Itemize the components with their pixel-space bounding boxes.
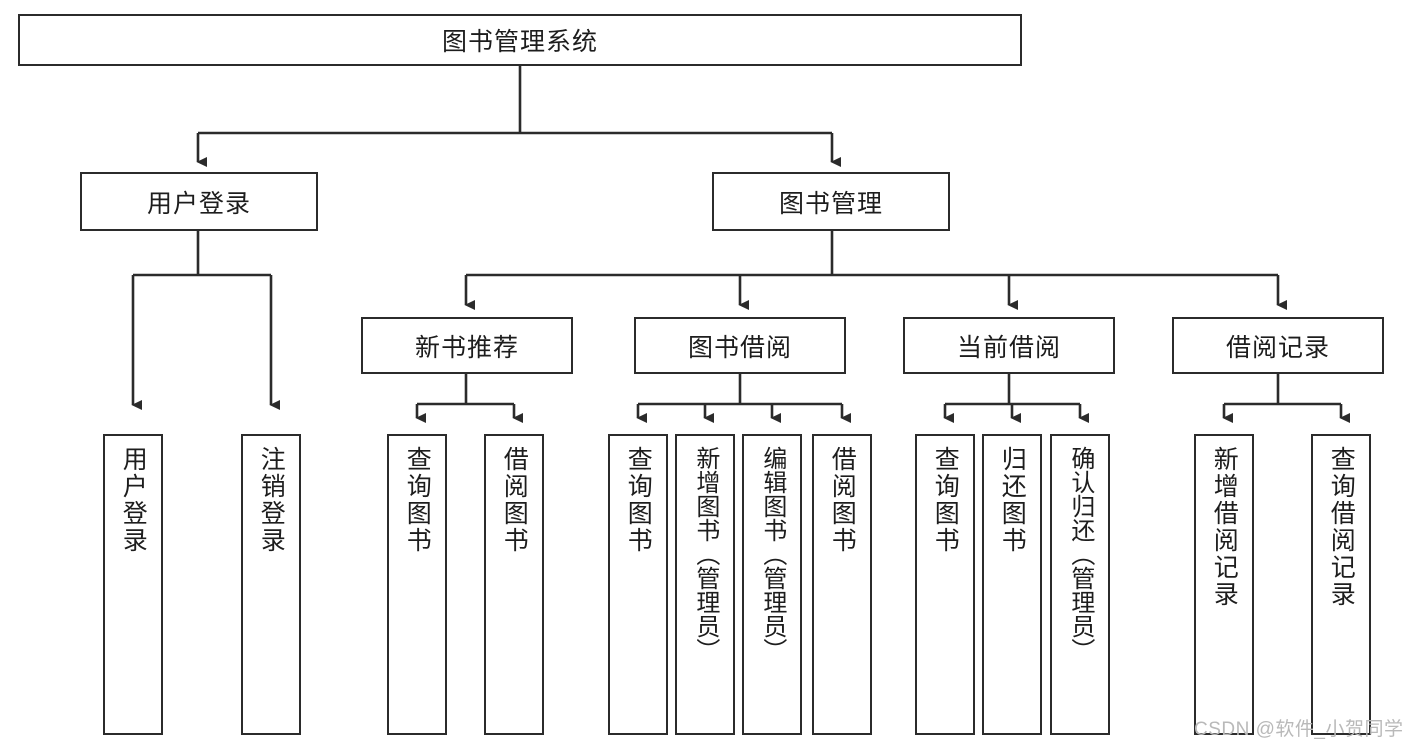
node-label: 当前借阅 — [956, 333, 1061, 362]
node-label: 确认归还（管理员） — [1066, 446, 1094, 662]
node-current-borrow[interactable]: 当前借阅 — [903, 317, 1115, 374]
node-label: 新书推荐 — [414, 333, 519, 362]
node-label: 注销登录 — [257, 446, 286, 554]
node-label: 图书借阅 — [687, 333, 792, 362]
node-leaf-add-book[interactable]: 新增图书（管理员） — [675, 434, 735, 735]
node-label: 借阅图书 — [828, 446, 857, 554]
node-label: 归还图书 — [998, 446, 1027, 554]
node-user-login[interactable]: 用户登录 — [80, 172, 318, 231]
node-leaf-query-borrow-record[interactable]: 查询借阅记录 — [1311, 434, 1371, 735]
node-leaf-confirm-return[interactable]: 确认归还（管理员） — [1050, 434, 1110, 735]
node-book-borrow[interactable]: 图书借阅 — [634, 317, 846, 374]
node-leaf-query-book-2[interactable]: 查询图书 — [608, 434, 668, 735]
node-borrow-record[interactable]: 借阅记录 — [1172, 317, 1384, 374]
node-leaf-borrow-book-2[interactable]: 借阅图书 — [812, 434, 872, 735]
node-label: 用户登录 — [146, 189, 251, 218]
node-label: 查询图书 — [403, 446, 432, 554]
node-leaf-borrow-book-1[interactable]: 借阅图书 — [484, 434, 544, 735]
node-leaf-user-logout[interactable]: 注销登录 — [241, 434, 301, 735]
node-label: 新增借阅记录 — [1210, 446, 1239, 608]
node-leaf-query-book-1[interactable]: 查询图书 — [387, 434, 447, 735]
watermark: CSDN @软件_小贺同学 — [1194, 719, 1404, 740]
node-label: 编辑图书（管理员） — [758, 446, 786, 662]
node-label: 用户登录 — [119, 446, 148, 554]
node-label: 新增图书（管理员） — [691, 446, 719, 662]
node-leaf-add-borrow-record[interactable]: 新增借阅记录 — [1194, 434, 1254, 735]
node-leaf-user-login[interactable]: 用户登录 — [103, 434, 163, 735]
node-leaf-edit-book[interactable]: 编辑图书（管理员） — [742, 434, 802, 735]
node-label: 查询借阅记录 — [1327, 446, 1356, 608]
node-new-book-recommend[interactable]: 新书推荐 — [361, 317, 573, 374]
node-label: 借阅图书 — [500, 446, 529, 554]
node-book-management-system[interactable]: 图书管理系统 — [18, 14, 1022, 66]
node-label: 查询图书 — [624, 446, 653, 554]
node-label: 查询图书 — [931, 446, 960, 554]
node-leaf-query-book-3[interactable]: 查询图书 — [915, 434, 975, 735]
node-leaf-return-book[interactable]: 归还图书 — [982, 434, 1042, 735]
node-label: 图书管理系统 — [441, 28, 598, 56]
node-book-manage[interactable]: 图书管理 — [712, 172, 950, 231]
node-label: 图书管理 — [778, 189, 883, 218]
node-label: 借阅记录 — [1225, 333, 1330, 362]
